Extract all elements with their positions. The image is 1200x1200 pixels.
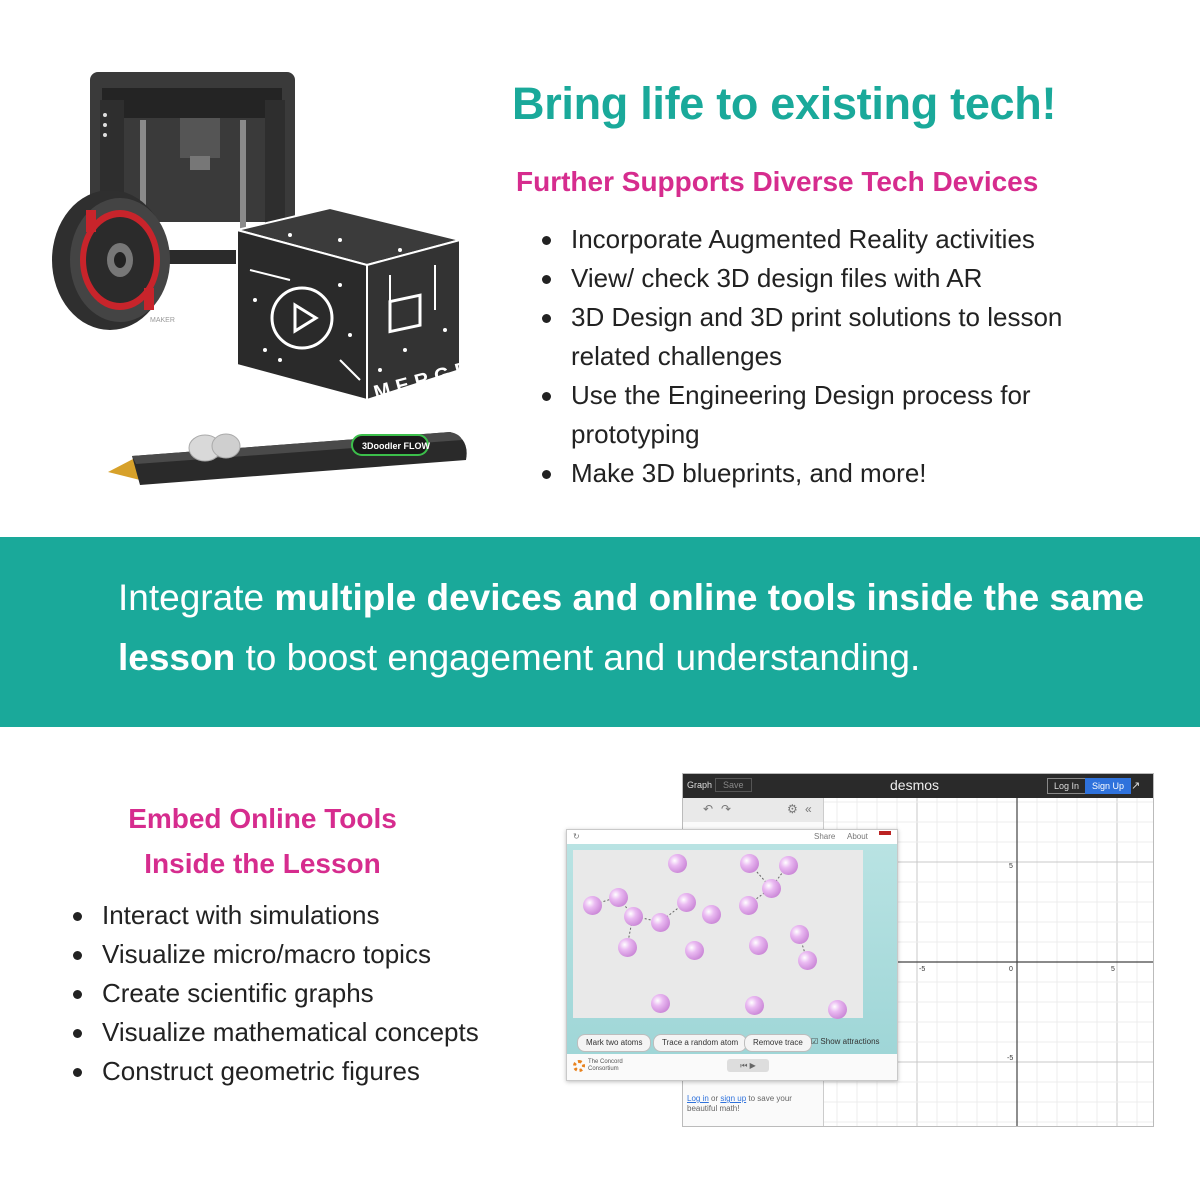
- signup-button[interactable]: Sign Up: [1085, 778, 1132, 794]
- footer-text: to save your beautiful math!: [687, 1094, 792, 1113]
- expression-toolbar: ↶ ↷ ⚙ «: [683, 798, 823, 822]
- simulation-bottombar: The Concord Consortium ⏮ ▶: [567, 1054, 897, 1080]
- list-item: View/ check 3D design files with AR: [539, 259, 1099, 298]
- simulation-screenshot: ↻ Share About Mark two atoms Trace a ran…: [566, 829, 898, 1081]
- atom[interactable]: [798, 951, 817, 970]
- atom[interactable]: [828, 1000, 847, 1019]
- atom[interactable]: [702, 905, 721, 924]
- mark-two-atoms-button[interactable]: Mark two atoms: [577, 1034, 652, 1052]
- redo-icon[interactable]: ↷: [721, 802, 732, 816]
- collapse-icon[interactable]: «: [805, 802, 812, 816]
- share-link[interactable]: Share: [814, 832, 836, 841]
- hero-subtitle: Further Supports Diverse Tech Devices: [516, 166, 1039, 197]
- atom[interactable]: [739, 896, 758, 915]
- embed-title-line: Embed Online Tools: [128, 803, 397, 834]
- banner-text-part: Integrate: [118, 577, 275, 618]
- teal-banner: [0, 537, 1200, 727]
- list-item: Use the Engineering Design process for p…: [539, 376, 1099, 454]
- footer-or: or: [708, 1094, 721, 1103]
- tech-feature-list: Incorporate Augmented Reality activities…: [539, 220, 1099, 493]
- list-item: Incorporate Augmented Reality activities: [539, 220, 1099, 259]
- login-link[interactable]: Log in: [687, 1094, 709, 1103]
- atom[interactable]: [790, 925, 809, 944]
- banner-text-bold: multiple devices and online tools inside…: [118, 577, 1145, 678]
- merge-cube-image: MERGE: [236, 206, 477, 404]
- atom[interactable]: [583, 896, 602, 915]
- trace-random-atom-button[interactable]: Trace a random atom: [653, 1034, 748, 1052]
- list-item: Construct geometric figures: [70, 1052, 540, 1091]
- embed-title-line: Inside the Lesson: [144, 848, 381, 879]
- embed-title: Embed Online Tools Inside the Lesson: [90, 796, 435, 886]
- logo-line: Consortium: [588, 1066, 619, 1072]
- y-tick-label: -5: [1007, 1055, 1013, 1062]
- filament-spool-image: [52, 190, 170, 330]
- atoms-canvas[interactable]: [573, 850, 863, 1019]
- desmos-header: Graph Save desmos Log In Sign Up ↗: [683, 774, 1153, 798]
- flag-icon: [879, 831, 891, 839]
- atom[interactable]: [651, 994, 670, 1013]
- playback-controls[interactable]: ⏮ ▶: [727, 1059, 769, 1072]
- gear-icon[interactable]: ⚙: [787, 802, 798, 816]
- x-tick-label: 5: [1111, 966, 1115, 973]
- desmos-logo: desmos: [890, 777, 940, 793]
- devices-illustration: MAKER MERGE: [52, 72, 477, 485]
- x-tick-label: -5: [919, 966, 925, 973]
- desmos-save-prompt: Log in or sign up to save your beautiful…: [687, 1094, 807, 1114]
- atom[interactable]: [677, 893, 696, 912]
- atom[interactable]: [745, 996, 764, 1015]
- atom[interactable]: [779, 856, 798, 875]
- concord-logo-icon: [573, 1060, 585, 1072]
- list-item: Interact with simulations: [70, 896, 540, 935]
- banner-text: Integrate multiple devices and online to…: [118, 568, 1178, 688]
- atom[interactable]: [740, 854, 759, 873]
- logo-line: The Concord: [588, 1059, 623, 1065]
- atom[interactable]: [651, 913, 670, 932]
- login-button[interactable]: Log In: [1047, 778, 1087, 794]
- atom[interactable]: [624, 907, 643, 926]
- atom[interactable]: [618, 938, 637, 957]
- save-button[interactable]: Save: [715, 778, 752, 792]
- y-tick-label: 5: [1009, 863, 1013, 870]
- list-item: Visualize mathematical concepts: [70, 1013, 540, 1052]
- atom[interactable]: [685, 941, 704, 960]
- concord-logo-text: The Concord Consortium: [588, 1059, 623, 1073]
- graph-label: Graph: [687, 780, 713, 790]
- attraction-lines: [591, 862, 808, 961]
- list-item: Visualize micro/macro topics: [70, 935, 540, 974]
- undo-icon[interactable]: ↶: [703, 802, 714, 816]
- pen-label: 3Doodler FLOW: [362, 441, 431, 451]
- about-link[interactable]: About: [847, 832, 868, 841]
- x-tick-label: 0: [1009, 966, 1013, 973]
- signup-link[interactable]: sign up: [720, 1094, 747, 1103]
- show-attractions-checkbox[interactable]: ☑ Show attractions: [811, 1037, 880, 1046]
- atom[interactable]: [749, 936, 768, 955]
- printer-label: MAKER: [150, 317, 175, 324]
- hero-title: Bring life to existing tech!: [512, 78, 1057, 129]
- list-item: 3D Design and 3D print solutions to less…: [539, 298, 1099, 376]
- checkbox-label: Show attractions: [820, 1037, 880, 1046]
- simulation-topbar: ↻ Share About: [567, 830, 897, 844]
- remove-trace-button[interactable]: Remove trace: [744, 1034, 812, 1052]
- atom[interactable]: [762, 879, 781, 898]
- list-item: Make 3D blueprints, and more!: [539, 454, 1099, 493]
- banner-text-part: to boost engagement and understanding.: [235, 637, 921, 678]
- share-icon[interactable]: ↗: [1131, 780, 1141, 792]
- 3d-pen-image: 3Doodler FLOW: [108, 432, 467, 485]
- atom[interactable]: [668, 854, 687, 873]
- list-item: Create scientific graphs: [70, 974, 540, 1013]
- atom[interactable]: [609, 888, 628, 907]
- reload-icon[interactable]: ↻: [573, 832, 580, 841]
- online-tools-list: Interact with simulations Visualize micr…: [70, 896, 540, 1091]
